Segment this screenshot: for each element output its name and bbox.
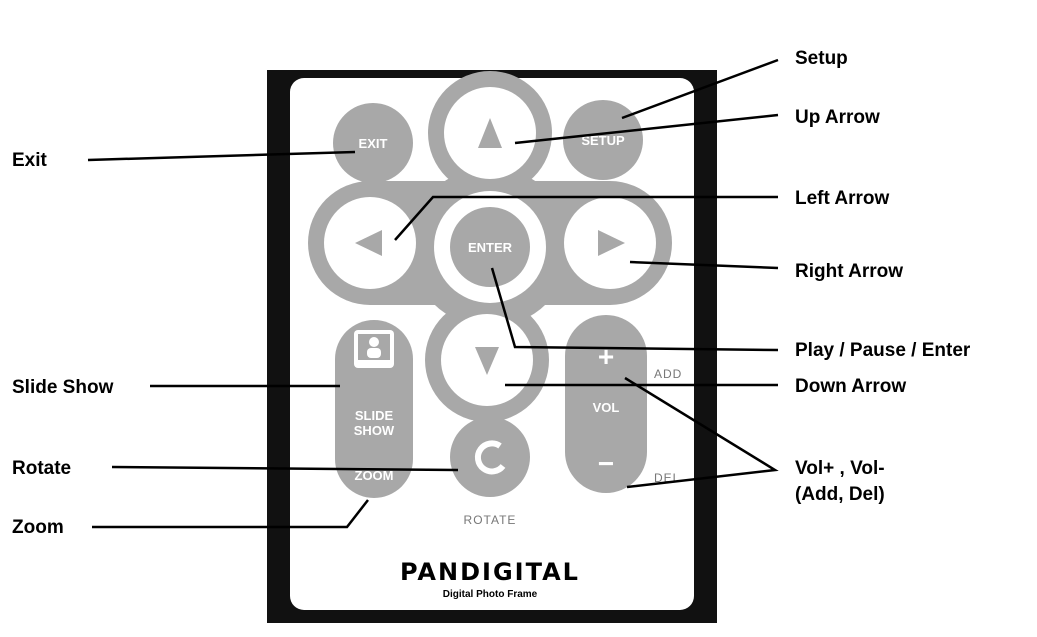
up-arrow-icon	[478, 118, 502, 148]
right-arrow-icon	[598, 230, 625, 256]
slide-label: SLIDE	[355, 408, 394, 423]
exit-button[interactable]	[333, 103, 413, 183]
rotate-caption: ROTATE	[464, 513, 517, 527]
setup-button[interactable]	[563, 100, 643, 180]
label-down-arrow: Down Arrow	[795, 376, 906, 397]
label-left-arrow: Left Arrow	[795, 188, 890, 209]
slideshow-icon	[354, 330, 394, 368]
vol-plus-icon: +	[598, 341, 614, 372]
exit-button-label: EXIT	[359, 136, 388, 151]
label-exit: Exit	[12, 150, 48, 171]
rotate-icon	[474, 440, 506, 475]
label-rotate: Rotate	[12, 458, 71, 479]
label-up-arrow: Up Arrow	[795, 107, 880, 128]
enter-button[interactable]	[450, 207, 530, 287]
brand-logo: PANDIGITAL	[400, 558, 580, 586]
label-setup: Setup	[795, 48, 848, 69]
show-label: SHOW	[354, 423, 395, 438]
label-right-arrow: Right Arrow	[795, 261, 903, 282]
vol-minus-icon: −	[598, 448, 614, 479]
label-vol: Vol+ , Vol-	[795, 458, 885, 479]
volume-rocker[interactable]	[565, 315, 647, 493]
label-play-pause-enter: Play / Pause / Enter	[795, 340, 971, 361]
add-label: ADD	[654, 367, 682, 381]
left-arrow-icon	[355, 230, 382, 256]
enter-button-label: ENTER	[468, 240, 513, 255]
brand-subtitle: Digital Photo Frame	[443, 589, 538, 600]
label-zoom: Zoom	[12, 517, 64, 538]
label-slide-show: Slide Show	[12, 377, 114, 398]
leader-lines	[87, 58, 779, 529]
setup-button-label: SETUP	[581, 133, 625, 148]
rotate-button[interactable]	[450, 417, 530, 497]
zoom-button-label: ZOOM	[355, 468, 394, 483]
vol-label: VOL	[593, 400, 620, 415]
down-arrow-icon	[475, 347, 499, 375]
label-add-del: (Add, Del)	[795, 484, 885, 505]
